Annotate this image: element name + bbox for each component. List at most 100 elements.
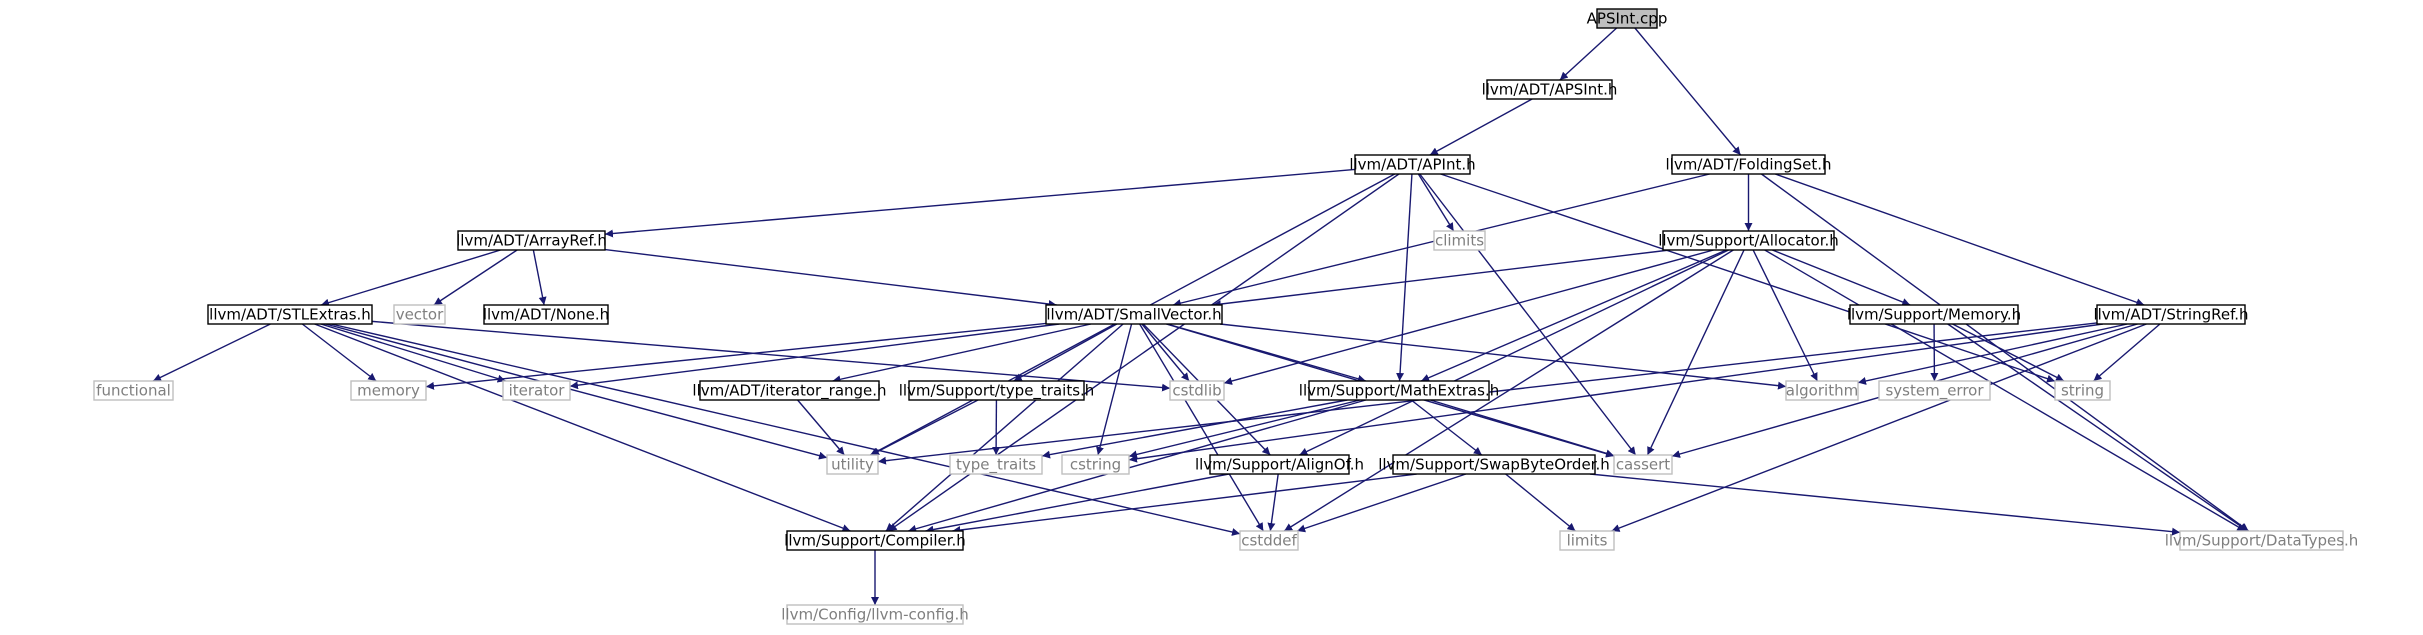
edge-adt_smallvector-to-adt_iterator_range [832,323,1092,384]
node-box [1878,380,1991,401]
node-label: system_error [1885,382,1984,401]
node-type_traits: type_traits [949,454,1043,475]
node-box [393,304,446,325]
node-label: llvm/Support/Allocator.h [1658,232,1839,250]
node-adt_apint[interactable]: llvm/ADT/APInt.h [1349,154,1476,175]
edge-adt_foldingset-to-adt_stringref [1775,173,2145,307]
node-system_error: system_error [1878,380,1991,401]
edge-support_allocator-to-support_memory [1772,249,1911,306]
node-box [1671,154,1826,175]
edge-adt_smallvector-to-algorithm [1219,323,1787,390]
node-box [2054,380,2111,401]
node-box [1354,154,1471,175]
node-label: llvm/ADT/APInt.h [1349,156,1475,174]
node-label: llvm/ADT/ArrayRef.h [456,232,607,250]
node-label: APSInt.cpp [1587,10,1668,28]
edge-support_mathextras-to-type_traits [1041,399,1348,459]
node-label: string [2061,382,2104,400]
node-box [949,454,1043,475]
node-label: algorithm [1786,382,1858,400]
node-support_swapbyteorder[interactable]: llvm/Support/SwapByteOrder.h [1378,454,1610,475]
node-label: llvm/Support/Compiler.h [784,532,966,550]
edge-adt_stlextras-to-memory [301,323,377,382]
node-label: cstddef [1241,532,1297,550]
node-box [786,530,964,551]
node-support_allocator[interactable]: llvm/Support/Allocator.h [1658,230,1839,251]
edge-adt_smallvector-to-cstddef [1139,323,1264,532]
node-label: llvm/ADT/None.h [483,306,609,324]
node-label: llvm/Support/SwapByteOrder.h [1378,456,1610,474]
node-support_memory[interactable]: llvm/Support/Memory.h [1847,304,2021,325]
edge-adt_stringref-to-string [2093,323,2161,382]
edge-apsint_cpp-to-adt_apsint [1559,27,1618,81]
node-adt_foldingset[interactable]: llvm/ADT/FoldingSet.h [1666,154,1832,175]
node-support_alignof[interactable]: llvm/Support/AlignOf.h [1195,454,1364,475]
edge-support_memory-to-string [1952,323,2065,382]
edge-adt_stringref-to-limits [1611,323,2147,532]
node-box [1849,304,2019,325]
edge-adt_stlextras-to-cstdlib [371,320,1171,392]
node-cstddef: cstddef [1239,530,1299,551]
edge-adt_apint-to-support_compiler [888,173,1400,532]
edge-adt_arrayref-to-adt_smallvector [604,248,1057,308]
edge-support_memory-to-support_datatypes [1947,323,2249,532]
edge-support_allocator-to-cassert [1646,249,1745,456]
node-box [1392,454,1596,475]
node-box [1209,454,1350,475]
node-label: llvm/ADT/iterator_range.h [692,382,886,401]
node-adt_iterator_range[interactable]: llvm/ADT/iterator_range.h [692,380,887,401]
node-support_type_traits[interactable]: llvm/Support/type_traits.h [899,380,1095,401]
edge-adt_smallvector-to-memory [425,322,1047,390]
edge-adt_foldingset-to-support_datatypes [1761,173,2249,532]
node-cassert: cassert [1613,454,1673,475]
node-memory: memory [350,380,427,401]
edge-adt_apint-to-support_mathextras [1396,173,1413,382]
node-adt_none[interactable]: llvm/ADT/None.h [483,304,609,325]
node-box [1662,230,1835,251]
node-label: climits [1435,232,1484,250]
node-box [207,304,373,325]
node-box [1239,530,1299,551]
node-cstring: cstring [1061,454,1130,475]
node-label: llvm/ADT/StringRef.h [2093,306,2248,324]
edge-adt_smallvector-to-support_compiler [885,323,1124,532]
node-box [2179,530,2344,551]
node-adt_stringref[interactable]: llvm/ADT/StringRef.h [2093,304,2249,325]
node-label: llvm/ADT/FoldingSet.h [1666,156,1832,174]
node-box [699,380,880,401]
node-adt_stlextras[interactable]: llvm/ADT/STLExtras.h [207,304,373,325]
node-label: llvm/ADT/STLExtras.h [209,306,371,324]
edge-adt_arrayref-to-adt_stlextras [320,249,501,307]
node-apsint_cpp[interactable]: APSInt.cpp [1587,8,1668,29]
edge-adt_smallvector-to-support_type_traits [1013,323,1118,382]
edge-support_allocator-to-support_datatypes [1764,249,2246,532]
node-box [1596,8,1658,29]
edge-support_mathextras-to-cstring [1128,399,1361,459]
node-box [1486,79,1613,100]
node-box [1045,304,1223,325]
node-support_mathextras[interactable]: llvm/Support/MathExtras.h [1299,380,1499,401]
edge-adt_stringref-to-algorithm [1857,323,2128,385]
node-adt_smallvector[interactable]: llvm/ADT/SmallVector.h [1045,304,1223,325]
node-config_llvm_config: llvm/Config/llvm-config.h [781,604,969,625]
node-label: cassert [1616,456,1670,474]
node-adt_arrayref[interactable]: llvm/ADT/ArrayRef.h [456,230,607,251]
node-functional: functional [93,380,174,401]
node-vector: vector [393,304,446,325]
edge-adt_smallvector-to-cstring [1096,323,1133,456]
edge-apsint_cpp-to-adt_foldingset [1634,27,1742,156]
node-label: llvm/Support/Memory.h [1847,306,2021,324]
edge-adt_apint-to-climits [1417,173,1455,232]
edge-adt_arrayref-to-vector [433,249,518,306]
node-label: iterator [509,382,566,400]
edge-support_mathextras-to-cassert [1430,399,1615,458]
edge-support_swapbyteorder-to-support_datatypes [1589,473,2181,536]
edge-support_alignof-to-support_compiler [925,473,1230,534]
edge-adt_stlextras-to-cstddef [330,323,1241,536]
edge-adt_smallvector-to-cstdlib [1141,323,1190,382]
node-support_compiler[interactable]: llvm/Support/Compiler.h [784,530,966,551]
node-box [1613,454,1673,475]
node-algorithm: algorithm [1785,380,1859,401]
node-adt_apsint[interactable]: llvm/ADT/APSInt.h [1482,79,1618,100]
node-label: llvm/ADT/APSInt.h [1482,81,1618,99]
